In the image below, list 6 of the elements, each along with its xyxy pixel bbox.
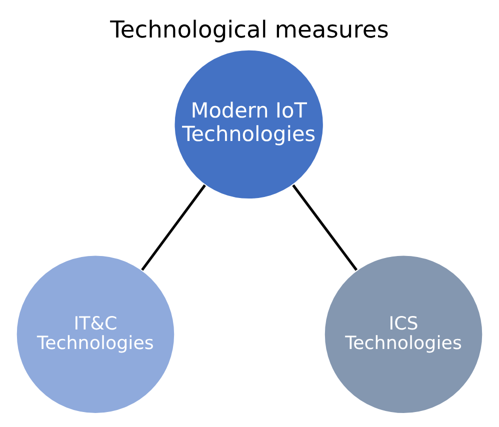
node-circle: ICS Technologies — [324, 254, 484, 414]
diagram-title: Technological measures — [110, 15, 389, 44]
node-circle: Modern IoT Technologies — [173, 49, 324, 200]
connector — [292, 184, 358, 271]
node-circle: IT&C Technologies — [16, 254, 176, 414]
connector — [141, 184, 206, 271]
